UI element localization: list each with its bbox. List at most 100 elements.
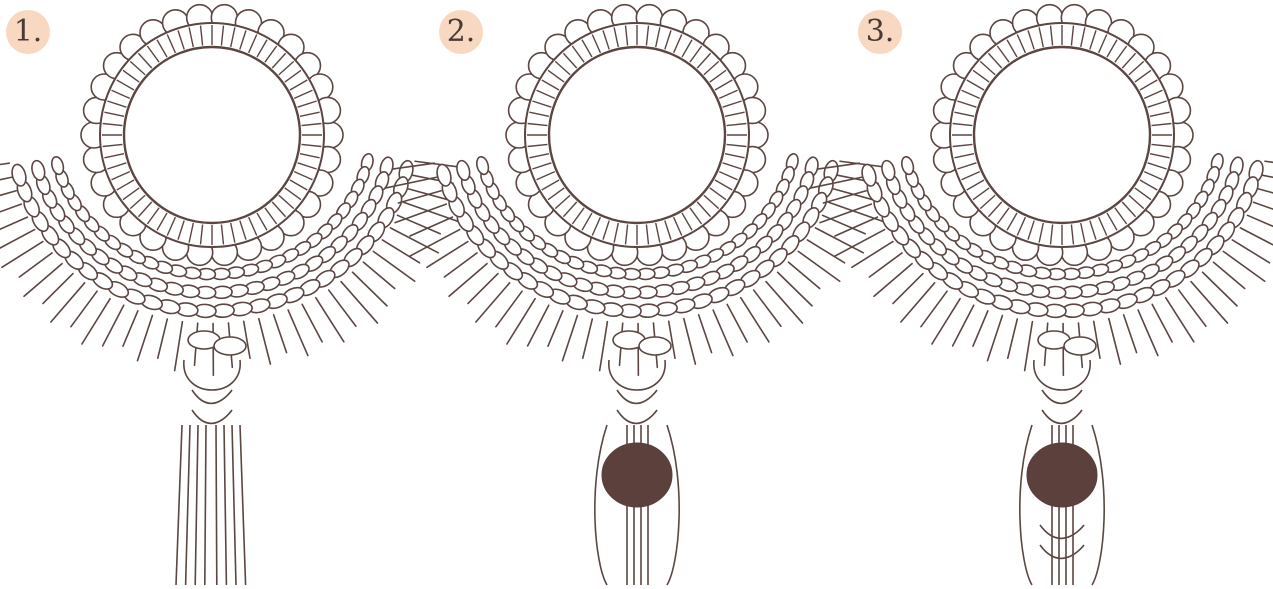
fringe-strand — [302, 304, 322, 342]
fringe-strand — [1254, 202, 1273, 221]
fringe-strand — [71, 291, 97, 327]
fringe-strand — [548, 311, 563, 346]
square-knot-center — [192, 410, 232, 423]
macrame-illustration — [425, 0, 850, 589]
fringe-strand — [1025, 322, 1033, 371]
fringe-strand — [713, 310, 733, 355]
square-knot — [455, 159, 472, 181]
fringe-strand — [788, 262, 819, 288]
fringe-strand — [1152, 304, 1172, 342]
square-knot-center — [1042, 390, 1082, 403]
fringe-strand — [382, 240, 419, 263]
fringe-strand — [562, 315, 577, 360]
fringe-strand — [259, 319, 271, 365]
fringe-strand — [0, 230, 35, 256]
square-knot-lower — [1040, 545, 1084, 558]
square-knot — [30, 159, 47, 181]
hanging-cord — [195, 425, 198, 585]
hanging-cord — [205, 425, 206, 585]
fringe-strand — [766, 282, 803, 323]
fringe-strand — [1138, 310, 1158, 355]
center-knot — [639, 337, 671, 355]
square-knot-center — [192, 390, 232, 403]
hanging-cord — [216, 425, 217, 585]
fringe-strand — [699, 315, 712, 353]
square-knot — [435, 163, 453, 188]
fringe-strand — [1240, 228, 1273, 253]
square-knot — [860, 163, 878, 188]
fringe-strand — [684, 319, 696, 365]
square-knot — [900, 155, 915, 175]
fringe-strand — [528, 305, 549, 346]
square-knot-center — [617, 390, 657, 403]
fringe-strand — [727, 304, 747, 342]
macrame-illustration — [850, 0, 1273, 589]
step-panel-3: 3. — [850, 0, 1273, 589]
center-knot — [1064, 337, 1096, 355]
fringe-strand — [158, 319, 168, 358]
fringe-strand — [953, 305, 974, 346]
fringe-strand — [973, 311, 988, 346]
fringe-strand — [583, 319, 593, 358]
fringe-strand — [341, 282, 378, 323]
fringe-strand — [893, 274, 923, 304]
hanging-cord — [667, 425, 679, 585]
fringe-strand — [123, 311, 138, 346]
fringe-strand — [496, 291, 522, 327]
fringe-strand — [1232, 240, 1269, 263]
fringe-strand — [921, 291, 947, 327]
fringe-strand — [987, 315, 1002, 360]
fringe-strand — [1094, 321, 1100, 358]
fringe-strand — [0, 217, 27, 236]
fringe-strand — [1179, 290, 1206, 326]
fringe-strand — [43, 274, 73, 304]
fringe-strand — [600, 322, 608, 371]
fringe-strand — [1191, 282, 1228, 323]
wooden-bead — [1027, 443, 1097, 507]
step-panel-1: 1. — [0, 0, 425, 589]
fringe-strand — [1247, 215, 1273, 233]
fringe-strand — [329, 290, 356, 326]
fringe-strand — [869, 253, 902, 277]
fringe-strand — [468, 274, 498, 304]
fringe-strand — [1262, 175, 1273, 183]
fringe-strand — [1258, 189, 1273, 202]
fringe-strand — [1008, 319, 1018, 358]
square-knot-lower — [1040, 525, 1084, 538]
fringe-strand — [807, 240, 844, 263]
fringe-strand — [0, 177, 12, 188]
fringe-strand — [288, 310, 308, 355]
fringe-strand — [363, 262, 394, 288]
fringe-strand — [175, 322, 183, 371]
fringe-strand — [244, 321, 250, 358]
center-knot — [214, 337, 246, 355]
step-panel-2: 2. — [425, 0, 850, 589]
hanging-cord — [240, 425, 246, 585]
fringe-strand — [444, 253, 477, 277]
square-knot — [10, 163, 28, 188]
ring-inner — [974, 47, 1150, 223]
hanging-cord — [595, 425, 607, 585]
square-knot-center — [1042, 410, 1082, 423]
hanging-cord — [224, 425, 226, 585]
square-knot — [50, 155, 65, 175]
fringe-strand — [669, 321, 675, 358]
square-knot-center — [617, 410, 657, 423]
wooden-bead — [602, 443, 672, 507]
fringe-strand — [1109, 319, 1121, 365]
fringe-strand — [0, 204, 21, 223]
fringe-strand — [0, 163, 9, 169]
fringe-strand — [1213, 262, 1244, 288]
hanging-cord — [176, 425, 182, 585]
square-knot — [880, 159, 897, 181]
square-knot — [475, 155, 490, 175]
fringe-strand — [274, 315, 287, 353]
hanging-cord — [232, 425, 236, 585]
fringe-strand — [19, 253, 52, 277]
hanging-cord — [186, 425, 190, 585]
fringe-strand — [1124, 315, 1137, 353]
ring-inner — [124, 47, 300, 223]
hanging-cord — [1092, 425, 1104, 585]
fringe-strand — [103, 305, 124, 346]
macrame-illustration — [0, 0, 425, 589]
